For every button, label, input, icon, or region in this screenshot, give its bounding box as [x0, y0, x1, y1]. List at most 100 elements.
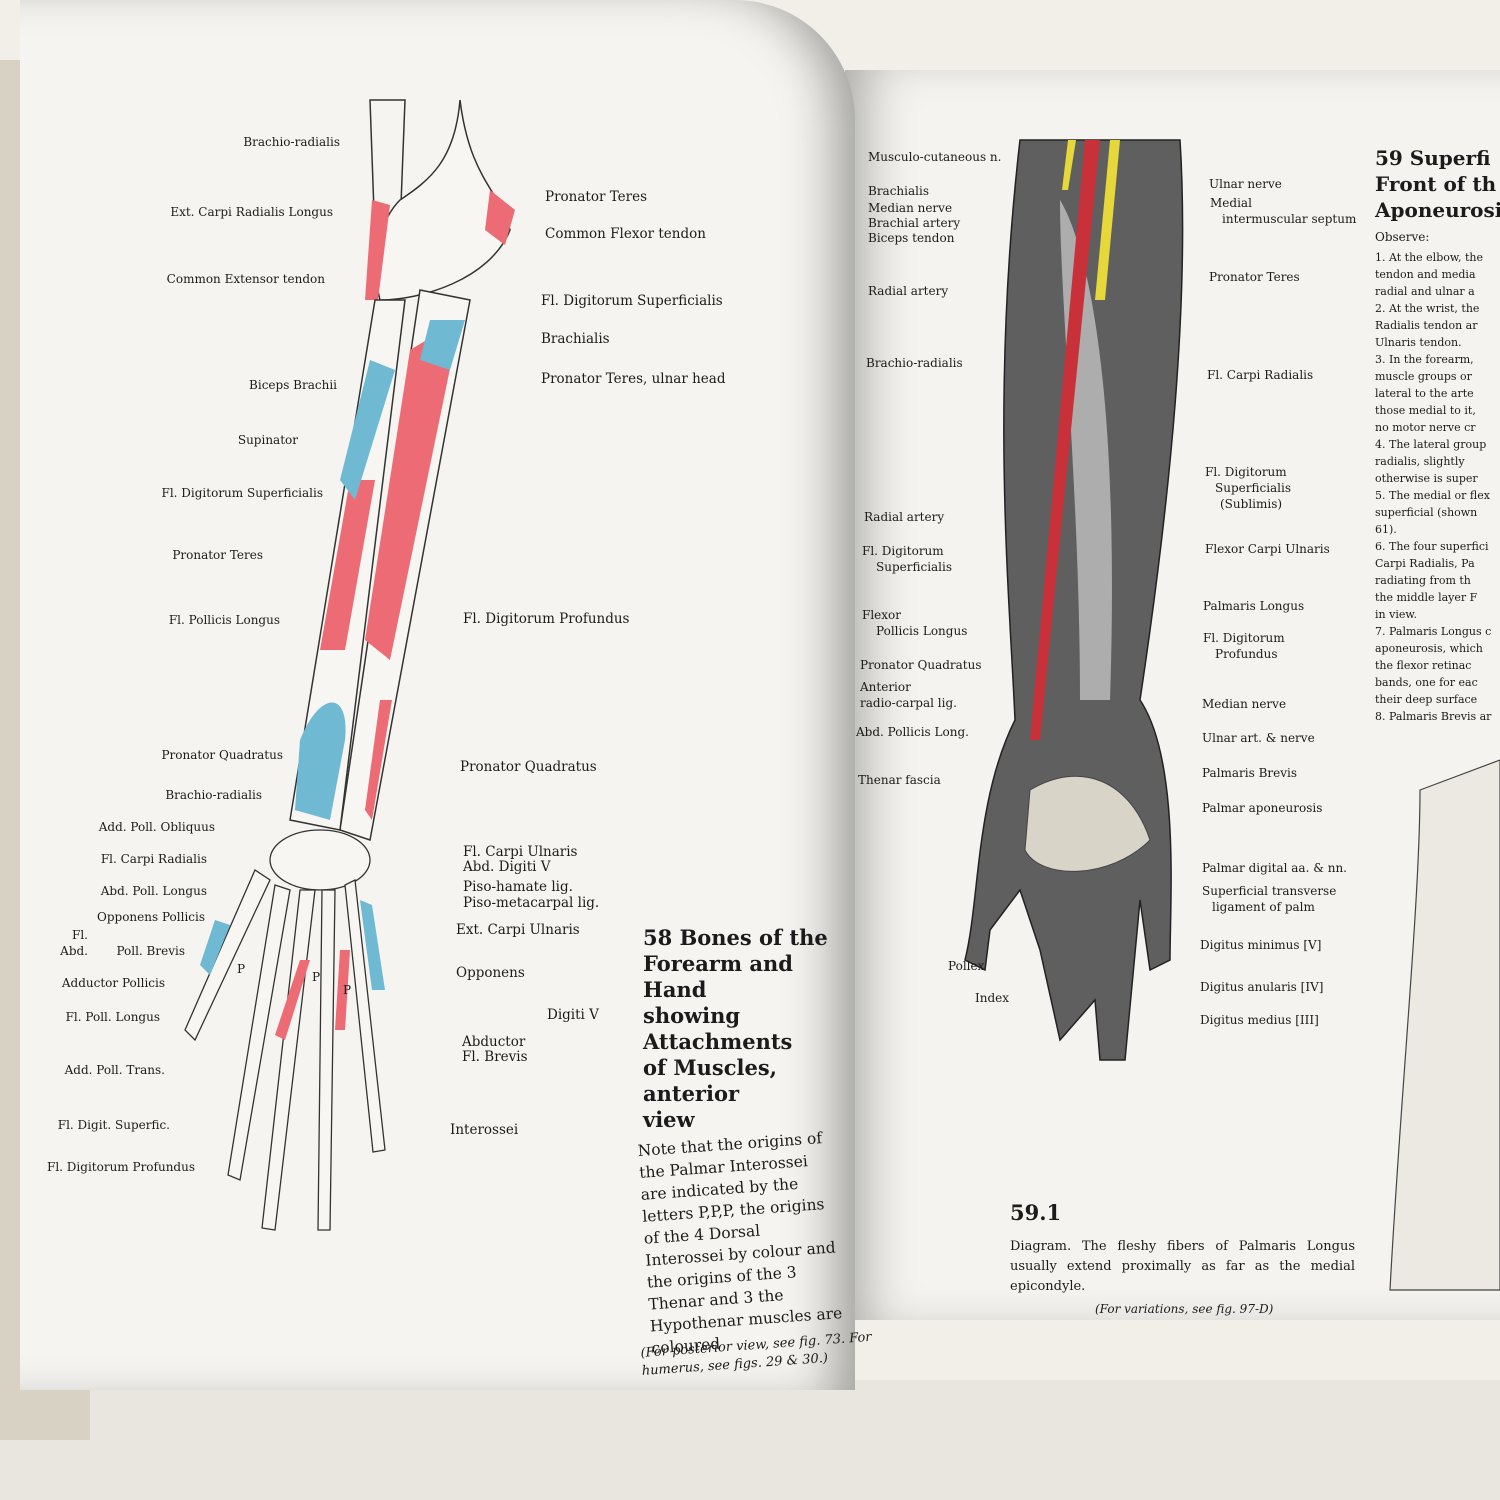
anatomy-label: Pollex — [948, 959, 985, 973]
anatomy-label: Fl. Digitorum Profundus — [463, 611, 630, 627]
anatomy-label: Palmaris Brevis — [1202, 766, 1298, 780]
anatomy-label: Fl. Poll. Longus — [65, 1010, 160, 1024]
anatomy-label: intermuscular septum — [1222, 212, 1357, 226]
anatomy-label: Common Extensor tendon — [166, 272, 325, 286]
anatomy-label: Profundus — [1215, 647, 1278, 661]
title-line: 58 Bones of the — [643, 925, 828, 950]
figure-59-1-text: Diagram. The fleshy fibers of Palmaris L… — [1010, 1239, 1355, 1294]
title-line: Forearm and Hand — [643, 951, 793, 1002]
anatomy-label: Flexor — [862, 608, 901, 622]
observe-item: radiating from th — [1375, 574, 1471, 587]
anatomy-label: Supinator — [237, 433, 298, 447]
observe-item: radialis, slightly — [1375, 455, 1465, 468]
anatomy-label: Add. Poll. Obliquus — [98, 820, 215, 834]
observe-item: superficial (shown — [1375, 506, 1478, 519]
superficial-forearm-illustration — [964, 139, 1184, 1061]
anatomy-label: Fl. Carpi Ulnaris — [463, 844, 578, 860]
observe-heading: Observe: — [1375, 230, 1430, 244]
observe-item: 3. In the forearm, — [1375, 353, 1474, 366]
forearm-bones-diagram — [184, 99, 515, 1231]
observe-item: 5. The medial or flex — [1375, 489, 1490, 502]
observe-item: aponeurosis, which — [1375, 642, 1483, 655]
figure-58-title: 58 Bones of the Forearm and Hand showing… — [643, 925, 838, 1133]
anatomy-label: Brachialis — [868, 184, 929, 198]
anatomy-label: Superficial transverse — [1202, 884, 1337, 898]
observe-item: bands, one for eac — [1375, 676, 1478, 689]
anatomy-label: Fl. Digitorum — [1205, 465, 1287, 479]
anatomy-label: Fl. Digit. Superfic. — [57, 1118, 170, 1132]
anatomy-label: radio-carpal lig. — [860, 696, 957, 710]
observe-item: otherwise is super — [1375, 472, 1478, 485]
observe-item: tendon and media — [1375, 268, 1476, 281]
observe-item: 1. At the elbow, the — [1375, 251, 1483, 264]
observe-item: those medial to it, — [1375, 404, 1476, 417]
anatomy-label: Digitus anularis [IV] — [1200, 980, 1324, 994]
figure-58-note: Note that the origins of the Palmar Inte… — [637, 1129, 843, 1358]
anatomy-label: Digitus medius [III] — [1200, 1013, 1319, 1027]
anatomy-label: P — [312, 970, 321, 984]
anatomy-label: Ext. Carpi Ulnaris — [456, 922, 580, 938]
anatomy-label: Fl. Carpi Radialis — [1207, 368, 1314, 382]
anatomy-label: Abd. Digiti V — [463, 859, 551, 875]
anatomy-label: P — [237, 962, 246, 976]
anatomy-label: Fl. Digitorum — [862, 544, 944, 558]
anatomy-label: Piso-hamate lig. — [463, 879, 573, 895]
anatomy-label: Pronator Quadratus — [860, 658, 982, 672]
anatomy-label: Index — [975, 991, 1010, 1005]
anatomy-label: Add. Poll. Trans. — [64, 1063, 165, 1077]
anatomy-label: Pollicis Longus — [876, 624, 968, 638]
observe-item: the flexor retinac — [1375, 659, 1472, 672]
variations-reference: (For variations, see fig. 97-D) — [1095, 1302, 1274, 1316]
anatomy-label: Pronator Teres — [1209, 270, 1300, 284]
anatomy-label: Median nerve — [868, 201, 953, 215]
observe-item: Ulnaris tendon. — [1375, 336, 1462, 349]
anatomy-label: Pronator Teres, ulnar head — [541, 371, 726, 387]
title-line: showing Attachments — [643, 1003, 793, 1054]
anatomy-label: Abd. Poll. Longus — [100, 884, 207, 898]
anatomy-label: Brachio-radialis — [165, 788, 262, 802]
anatomy-label: Fl. Digitorum Superficialis — [541, 293, 723, 309]
anatomy-label: Thenar fascia — [858, 773, 941, 787]
observe-list: 1. At the elbow, the tendon and media ra… — [1375, 250, 1500, 726]
anatomy-label: Fl. Digitorum Superficialis — [161, 486, 324, 500]
observe-item: 7. Palmaris Longus c — [1375, 625, 1492, 638]
anatomy-label: Brachio-radialis — [243, 135, 340, 149]
anatomy-label: Biceps tendon — [868, 231, 955, 245]
anatomy-label: Radial artery — [864, 510, 945, 524]
anatomy-label: Superficialis — [1215, 481, 1292, 495]
anatomy-label: Superficialis — [876, 560, 953, 574]
anatomy-label: Fl. Digitorum Profundus — [47, 1160, 195, 1174]
anatomy-label: Poll. Brevis — [116, 944, 185, 958]
section-59-title: 59 Superfi Front of th Aponeurosi — [1375, 145, 1500, 223]
anatomy-label: Fl. Pollicis Longus — [168, 613, 280, 627]
anatomy-label: P — [343, 983, 352, 997]
anatomy-label: Palmaris Longus — [1203, 599, 1305, 613]
observe-item: lateral to the arte — [1375, 387, 1474, 400]
observe-item: the middle layer F — [1375, 591, 1478, 604]
title-line: view — [643, 1107, 695, 1132]
observe-item: radial and ulnar a — [1375, 285, 1475, 298]
anatomy-label: Digitus minimus [V] — [1200, 938, 1322, 952]
title-line: Front of th — [1375, 172, 1497, 196]
anatomy-label: Median nerve — [1202, 697, 1287, 711]
anatomy-label: Musculo-cutaneous n. — [868, 150, 1002, 164]
anatomy-label: Flexor Carpi Ulnaris — [1205, 542, 1330, 556]
anatomy-label: Fl. Brevis — [462, 1049, 528, 1065]
anatomy-label: Fl. Carpi Radialis — [100, 852, 207, 866]
observe-item: in view. — [1375, 608, 1417, 621]
anatomy-label: Ulnar art. & nerve — [1202, 731, 1315, 745]
anatomy-label: Opponens — [456, 965, 525, 981]
anatomy-label: Brachial artery — [868, 216, 961, 230]
anatomy-label: (Sublimis) — [1220, 497, 1283, 511]
observe-item: their deep surface — [1375, 693, 1478, 706]
anatomy-label: Fl. Digitorum — [1203, 631, 1285, 645]
anatomy-label: Palmar digital aa. & nn. — [1202, 861, 1347, 875]
observe-item: Carpi Radialis, Pa — [1375, 557, 1475, 570]
table-surface — [0, 1380, 1500, 1500]
anatomy-label: Biceps Brachii — [249, 378, 337, 392]
anatomy-label: Ulnar nerve — [1209, 177, 1282, 191]
anatomy-label: Adductor Pollicis — [61, 976, 165, 990]
observe-item: no motor nerve cr — [1375, 421, 1476, 434]
observe-item: 4. The lateral group — [1375, 438, 1487, 451]
